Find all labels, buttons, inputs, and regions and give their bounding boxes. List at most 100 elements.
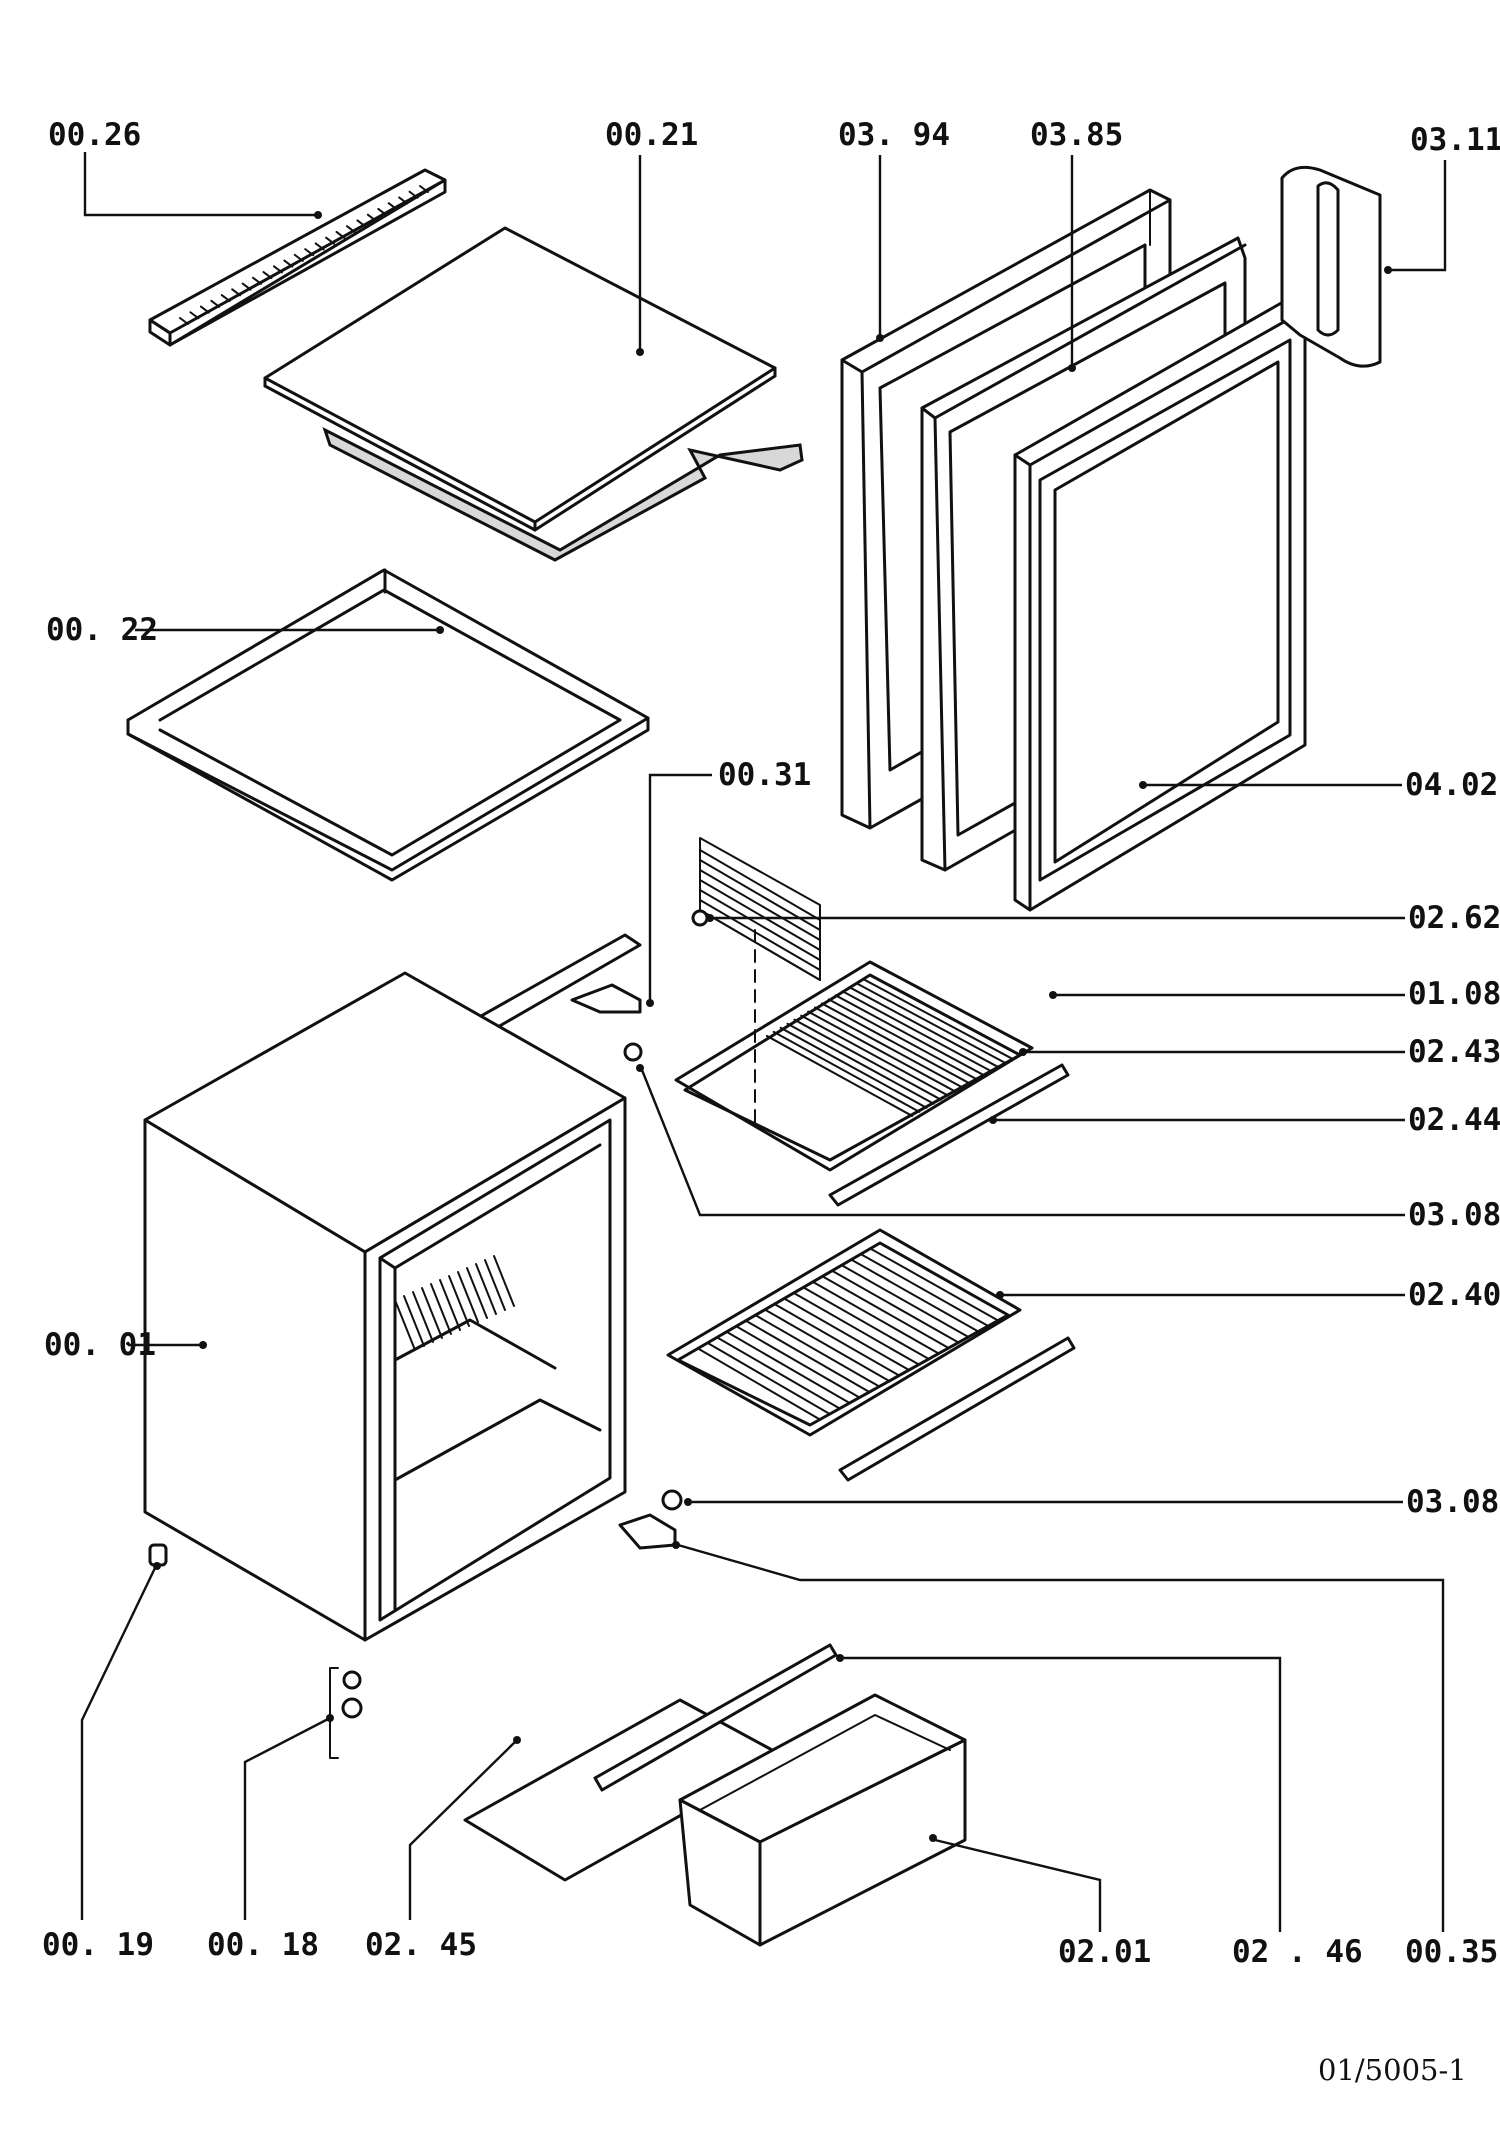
leader-dot bbox=[706, 914, 714, 922]
shelf-wire bbox=[803, 1286, 930, 1360]
leader-dot bbox=[929, 1834, 937, 1842]
evaporator-rib bbox=[475, 1263, 497, 1315]
lower-trim-strip bbox=[838, 1336, 1076, 1482]
grille-slat bbox=[283, 259, 294, 268]
grille-slat bbox=[398, 196, 409, 205]
leader-lines bbox=[80, 152, 1447, 1932]
crisper-drawer bbox=[678, 1693, 967, 1947]
upper-hinge bbox=[570, 983, 643, 1062]
top-frame bbox=[126, 568, 650, 882]
leader-dot bbox=[1019, 1048, 1027, 1056]
shelf-wire bbox=[831, 1270, 960, 1344]
shelf-wire bbox=[774, 1303, 901, 1377]
evaporator-rib bbox=[403, 1295, 425, 1347]
drawing-reference: 01/5005-1 bbox=[1318, 2053, 1467, 2087]
label-04-02: 04.02 bbox=[1405, 767, 1498, 803]
evaporator-rib bbox=[448, 1275, 470, 1327]
shelf-wire bbox=[841, 990, 993, 1073]
ventilation-grille bbox=[148, 168, 447, 347]
shelf-wire bbox=[779, 1026, 928, 1109]
rack-wire bbox=[699, 899, 821, 971]
evaporator-rib bbox=[430, 1283, 452, 1335]
shelf-wire bbox=[708, 1342, 831, 1415]
foot bbox=[148, 1543, 168, 1567]
grille-slat bbox=[314, 242, 325, 251]
label-03-08-lower: 03.08 bbox=[1406, 1484, 1499, 1520]
grille-slat bbox=[220, 294, 231, 303]
shelf-wire bbox=[765, 1309, 891, 1382]
shelf-wire bbox=[814, 1006, 964, 1089]
evaporator-rib bbox=[466, 1267, 488, 1319]
crisper-trim-strip bbox=[593, 1643, 838, 1792]
shelf-wire bbox=[848, 986, 1000, 1069]
rack-wire bbox=[699, 879, 821, 951]
grille-slat bbox=[304, 248, 315, 257]
leader-02-46 bbox=[842, 1656, 1282, 1932]
label-00-31: 00.31 bbox=[718, 757, 811, 793]
evaporator-rib bbox=[484, 1259, 506, 1311]
grille-slat bbox=[189, 311, 200, 320]
shelf-wire bbox=[786, 1022, 935, 1105]
top-cover-plate bbox=[263, 226, 804, 562]
leader-dot bbox=[989, 1116, 997, 1124]
label-02-01: 02.01 bbox=[1058, 1934, 1151, 1970]
evaporator-rib bbox=[412, 1291, 434, 1343]
leader-dot bbox=[1068, 364, 1076, 372]
leader-dot bbox=[996, 1291, 1004, 1299]
shelf-wire bbox=[807, 1010, 957, 1093]
shelf-wire bbox=[862, 978, 1014, 1061]
label-00-18: 00. 18 bbox=[207, 1927, 319, 1963]
grille-slat bbox=[199, 305, 210, 314]
shelf-wire bbox=[698, 1348, 821, 1421]
evaporator-rib bbox=[457, 1271, 479, 1323]
leader-dot bbox=[1049, 991, 1057, 999]
leader-dot bbox=[836, 1654, 844, 1662]
leader-dot bbox=[684, 1498, 692, 1506]
grille-slat bbox=[241, 282, 252, 291]
grille-slat bbox=[231, 288, 242, 297]
grille-slat bbox=[356, 219, 367, 228]
label-03-08-upper: 03.08 bbox=[1408, 1197, 1500, 1233]
label-00-21: 00.21 bbox=[605, 117, 698, 153]
leader-dot bbox=[876, 334, 884, 342]
grille-slat bbox=[345, 225, 356, 234]
grille-slat bbox=[366, 213, 377, 222]
grille-slat bbox=[252, 276, 263, 285]
leader-dot bbox=[1384, 266, 1392, 274]
shelf-wire bbox=[841, 1264, 970, 1338]
shelf-wire bbox=[827, 998, 978, 1081]
leader-03-08-upper bbox=[640, 1069, 1405, 1217]
grille-slat bbox=[419, 185, 429, 193]
rack-wire bbox=[699, 909, 821, 981]
grille-slat bbox=[262, 271, 273, 280]
grille-slat bbox=[272, 265, 283, 274]
wire-rack-small bbox=[691, 837, 821, 981]
shelf-wire bbox=[860, 1253, 990, 1327]
lower-hinge bbox=[618, 1489, 683, 1550]
leader-00-19 bbox=[80, 1567, 157, 1920]
evaporator-rib bbox=[394, 1299, 416, 1351]
leader-dot bbox=[672, 1541, 680, 1549]
leader-dot bbox=[646, 999, 654, 1007]
cabinet-body bbox=[143, 971, 627, 1642]
label-02-44: 02.44 bbox=[1408, 1102, 1500, 1138]
leader-dot bbox=[326, 1714, 334, 1722]
door-handle bbox=[1280, 165, 1382, 368]
shelf-wire bbox=[822, 1275, 950, 1349]
shelf-wire bbox=[800, 1014, 950, 1097]
grille-slat bbox=[408, 190, 419, 199]
leader-dot bbox=[636, 1064, 644, 1072]
leader-dot bbox=[436, 626, 444, 634]
label-02-40: 02.40 bbox=[1408, 1277, 1500, 1313]
shelf-wire bbox=[746, 1320, 871, 1393]
door-seal bbox=[1013, 296, 1307, 912]
leader-dot bbox=[199, 1341, 207, 1349]
shelf-wire bbox=[772, 1030, 921, 1113]
leader-00-26 bbox=[83, 152, 318, 217]
lower-shelf bbox=[666, 1228, 1022, 1437]
label-03-85: 03.85 bbox=[1030, 117, 1123, 153]
leader-02-45 bbox=[408, 1741, 516, 1920]
rack-wire bbox=[699, 849, 821, 921]
label-00-35: 00.35 bbox=[1405, 1934, 1498, 1970]
